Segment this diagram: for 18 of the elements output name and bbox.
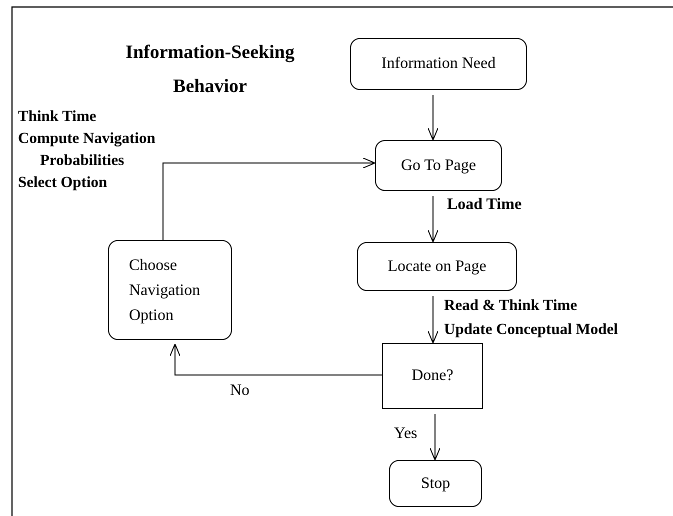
arrow [162, 158, 376, 240]
annotation-text: Think Time [18, 107, 96, 127]
decision-box: Done? [382, 343, 483, 409]
arrow [428, 296, 438, 344]
terminal-box: Stop [389, 460, 482, 507]
annotation-text: Select Option [18, 173, 108, 193]
process-box: Choose Navigation Option [108, 240, 232, 340]
diagram-title: Information-Seeking Behavior [124, 41, 296, 99]
arrow [428, 94, 438, 140]
arrow [170, 344, 382, 376]
process-box: Go To Page [375, 140, 502, 191]
annotation-text: Update Conceptual Model [444, 320, 618, 340]
process-box: Locate on Page [357, 242, 517, 291]
arrow [428, 196, 438, 242]
annotation-text: Compute Navigation Probabilities [18, 129, 156, 171]
process-box: Information Need [350, 38, 527, 90]
annotation-text: Read & Think Time [444, 296, 578, 316]
arrow [430, 414, 440, 460]
